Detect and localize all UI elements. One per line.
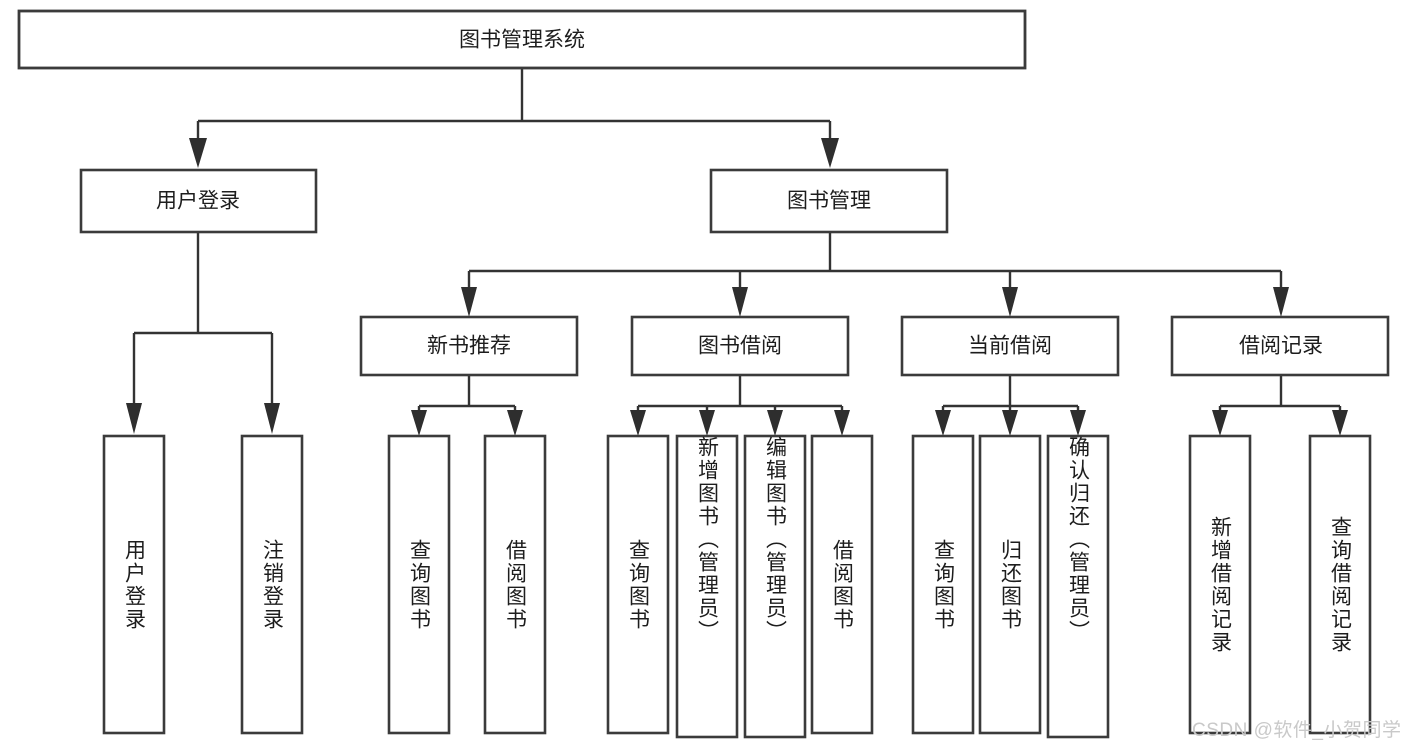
- node-user-login-label: 用户登录: [156, 190, 240, 213]
- node-leaf-return-book-box[interactable]: [978, 434, 1042, 735]
- node-leaf-add-book-box[interactable]: [675, 434, 739, 739]
- arrow-head-leaf-confirm-return: [1070, 410, 1086, 436]
- arrow-head-leaf-query-book-3: [935, 410, 951, 436]
- node-current-borrow-box[interactable]: [900, 315, 1120, 377]
- node-leaf-borrow-book-2-box[interactable]: [810, 434, 874, 735]
- node-leaf-edit-book-box[interactable]: [743, 434, 807, 739]
- node-leaf-query-book-3-box[interactable]: [911, 434, 975, 735]
- node-leaf-query-book-1-box[interactable]: [387, 434, 451, 735]
- node-leaf-user-logout-box[interactable]: [240, 434, 304, 735]
- node-book-borrow-label: 图书借阅: [698, 335, 782, 358]
- connector-group: [126, 68, 1348, 436]
- arrow-head-borrow-record: [1273, 287, 1289, 317]
- node-book-borrow-box[interactable]: [630, 315, 850, 377]
- arrow-head-leaf-add-book: [699, 410, 715, 436]
- arrow-head-leaf-user-logout: [264, 403, 280, 434]
- arrow-head-leaf-borrow-book-1: [507, 410, 523, 436]
- node-leaf-query-record-box[interactable]: [1308, 434, 1372, 735]
- arrow-head-book-manage: [821, 138, 839, 168]
- node-book-manage-label: 图书管理: [787, 190, 871, 213]
- node-leaf-borrow-book-1-box[interactable]: [483, 434, 547, 735]
- node-leaf-user-login-box[interactable]: [102, 434, 166, 735]
- arrow-head-user-login: [189, 138, 207, 168]
- arrow-head-leaf-return-book: [1002, 410, 1018, 436]
- arrow-head-leaf-borrow-book-2: [834, 410, 850, 436]
- arrow-head-leaf-query-record: [1332, 410, 1348, 436]
- arrow-head-current-borrow: [1002, 287, 1018, 317]
- node-root-label: 图书管理系统: [459, 29, 585, 52]
- node-borrow-record-label: 借阅记录: [1239, 335, 1323, 358]
- node-new-book-recommend-label: 新书推荐: [427, 335, 511, 358]
- arrow-head-leaf-edit-book: [767, 410, 783, 436]
- arrow-head-leaf-query-book-1: [411, 410, 427, 436]
- arrow-head-leaf-user-login: [126, 403, 142, 434]
- node-box-group: [17, 9, 1390, 739]
- arrow-head-new-book-recommend: [461, 287, 477, 317]
- node-borrow-record-box[interactable]: [1170, 315, 1390, 377]
- node-book-manage-box[interactable]: [709, 168, 949, 234]
- node-root-box[interactable]: [17, 9, 1027, 70]
- node-user-login-box[interactable]: [79, 168, 318, 234]
- horizontal-label-group: 图书管理系统 用户登录 图书管理 新书推荐 图书借阅 当前借阅 借阅记录: [156, 29, 1323, 358]
- node-current-borrow-label: 当前借阅: [968, 335, 1052, 358]
- node-new-book-recommend-box[interactable]: [359, 315, 579, 377]
- arrow-head-leaf-query-book-2: [630, 410, 646, 436]
- arrow-head-leaf-add-record: [1212, 410, 1228, 436]
- arrow-head-book-borrow: [732, 287, 748, 317]
- csdn-watermark: CSDN @软件_小贺同学: [1192, 720, 1402, 741]
- node-leaf-query-book-2-box[interactable]: [606, 434, 670, 735]
- node-leaf-confirm-return-box[interactable]: [1046, 434, 1110, 739]
- node-leaf-add-record-box[interactable]: [1188, 434, 1252, 735]
